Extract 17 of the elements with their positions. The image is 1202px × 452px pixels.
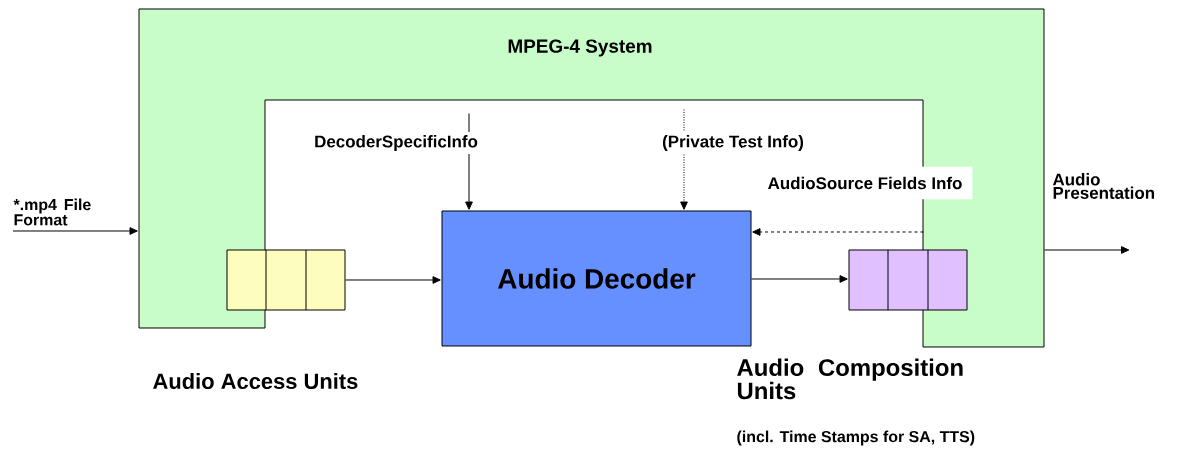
edge-label: *.mp4 File Format [13, 198, 91, 226]
decoder-box: Audio Decoder [441, 210, 752, 347]
edge-label: Audio Presentation [1052, 173, 1155, 199]
note: (incl. Time Stamps for SA, TTS) [737, 430, 975, 446]
edge-label: DecoderSpecificInfo [311, 132, 481, 154]
arrow [1044, 246, 1130, 254]
arrow [752, 228, 924, 236]
edge-label: AudioSource Fields Info [757, 166, 973, 200]
buffer-drawing [226, 249, 346, 311]
arrow [751, 275, 848, 283]
arrow [680, 109, 688, 210]
edge-label: (Private Test Info) [659, 132, 807, 154]
buffer-drawing [848, 249, 968, 311]
caption: Audio Access Units [153, 372, 358, 390]
caption: Audio Composition Units [737, 358, 963, 400]
arrow [12, 227, 138, 235]
arrow [345, 276, 441, 284]
